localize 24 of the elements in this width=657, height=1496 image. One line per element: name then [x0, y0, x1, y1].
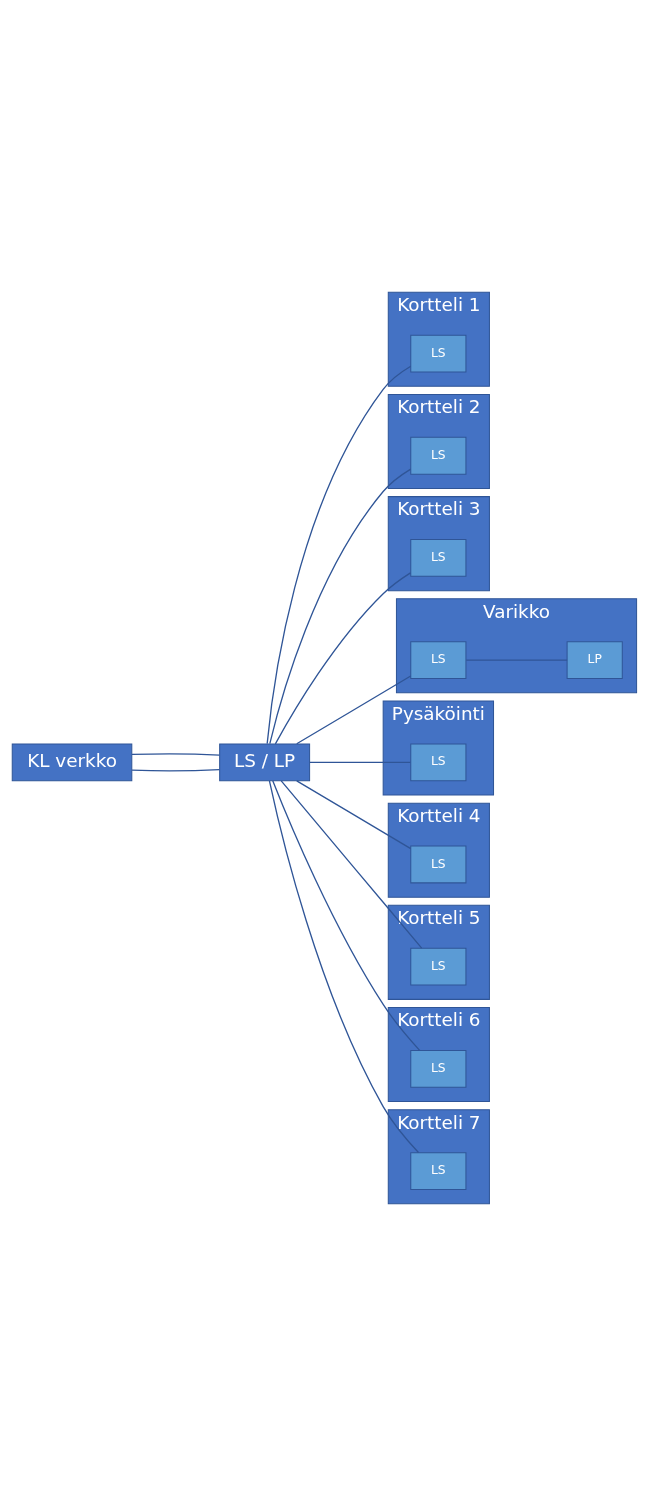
connector — [131, 768, 221, 772]
connector — [131, 753, 221, 756]
connector — [465, 659, 568, 661]
node-box: LP — [566, 641, 623, 680]
connector — [309, 761, 412, 763]
node-box: LS — [410, 1152, 467, 1190]
connector — [269, 468, 412, 745]
connector — [274, 572, 412, 745]
node-box: LS — [410, 641, 467, 680]
node-box: LS — [410, 436, 467, 475]
connector — [266, 365, 412, 745]
node-box: KL verkko — [11, 743, 133, 782]
connector — [280, 780, 423, 949]
node-box: LS — [410, 845, 467, 884]
node-box: LS — [410, 1049, 467, 1088]
connector — [296, 675, 412, 745]
connector — [272, 780, 421, 1052]
node-box: LS — [410, 334, 467, 373]
connector — [296, 780, 412, 850]
node-box: LS — [410, 539, 467, 577]
node-box: LS — [410, 743, 467, 782]
node-box: LS / LP — [219, 743, 311, 782]
connector — [268, 780, 420, 1154]
node-box: LS — [410, 947, 467, 986]
